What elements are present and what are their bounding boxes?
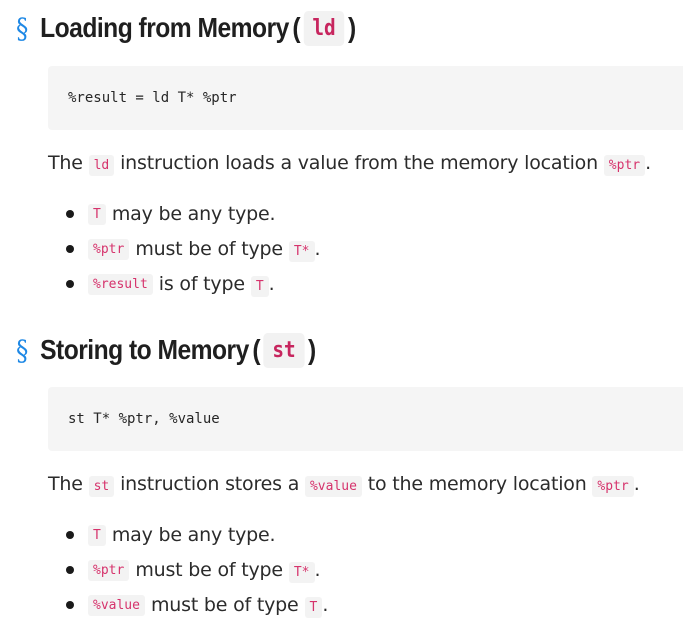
- list-item-text: .: [314, 559, 321, 581]
- inline-code: st: [88, 476, 115, 497]
- inline-code: ld: [88, 155, 115, 176]
- code-line: %result = ld T* %ptr: [68, 90, 237, 106]
- inline-code: %value: [304, 476, 362, 497]
- desc-text: instruction stores a: [120, 473, 300, 495]
- section-anchor-link[interactable]: §: [16, 11, 28, 45]
- desc-text: to the memory location: [367, 473, 587, 495]
- inline-code: T*: [288, 241, 315, 262]
- code-line: st T* %ptr, %value: [68, 411, 220, 427]
- description-store: The st instruction stores a %value to th…: [48, 473, 640, 497]
- bullet-dot: [66, 531, 74, 539]
- code-block-load: %result = ld T* %ptr: [48, 66, 683, 130]
- section-title: Loading from Memory: [40, 12, 289, 43]
- section-heading-store: § Storing to Memory ( st ): [16, 330, 319, 370]
- bullet-dot: [66, 280, 74, 288]
- list-item: T may be any type.: [66, 524, 276, 546]
- desc-text: instruction loads a value from the memor…: [120, 152, 598, 174]
- bullet-dot: [66, 245, 74, 253]
- section-heading-load: § Loading from Memory ( ld ): [16, 8, 359, 48]
- bullet-dot: [66, 601, 74, 609]
- bullet-dot: [66, 210, 74, 218]
- section-title: Storing to Memory: [40, 334, 249, 365]
- inline-code: %value: [88, 594, 145, 616]
- list-item-text: may be any type.: [111, 524, 276, 546]
- code-block-store: st T* %ptr, %value: [48, 387, 683, 451]
- list-item: %value must be of type T.: [66, 594, 329, 618]
- list-item-text: .: [268, 273, 275, 295]
- inline-code: T: [88, 203, 106, 225]
- bullet-dot: [66, 566, 74, 574]
- list-item-text: .: [314, 238, 321, 260]
- list-item-text: .: [322, 594, 329, 616]
- list-item-text: must be of type: [135, 238, 283, 260]
- list-item: %ptr must be of type T*.: [66, 559, 321, 583]
- list-item: %result is of type T.: [66, 273, 275, 297]
- section-anchor-link[interactable]: §: [16, 333, 28, 367]
- inline-code: %result: [88, 273, 153, 295]
- inline-code: T: [304, 597, 323, 618]
- inline-code: %ptr: [603, 155, 646, 176]
- description-load: The ld instruction loads a value from th…: [48, 152, 651, 176]
- heading-keyword-code: ld: [303, 10, 345, 46]
- inline-code: %ptr: [88, 559, 130, 581]
- paren-close: ): [347, 12, 356, 43]
- paren-close: ): [307, 334, 316, 365]
- desc-text: .: [645, 152, 651, 174]
- list-item-text: must be of type: [150, 594, 299, 616]
- desc-text: The: [48, 152, 83, 174]
- inline-code: %ptr: [592, 476, 634, 497]
- list-item: T may be any type.: [66, 203, 276, 225]
- inline-code: T: [250, 276, 269, 297]
- inline-code: %ptr: [88, 238, 130, 260]
- inline-code: T*: [288, 562, 315, 583]
- inline-code: T: [88, 524, 106, 546]
- paren-open: (: [292, 12, 301, 43]
- list-item: %ptr must be of type T*.: [66, 238, 321, 262]
- list-item-text: is of type: [158, 273, 245, 295]
- desc-text: .: [633, 473, 640, 495]
- paren-open: (: [252, 334, 261, 365]
- desc-text: The: [48, 473, 83, 495]
- list-item-text: may be any type.: [111, 203, 276, 225]
- list-item-text: must be of type: [135, 559, 283, 581]
- heading-keyword-code: st: [263, 332, 305, 368]
